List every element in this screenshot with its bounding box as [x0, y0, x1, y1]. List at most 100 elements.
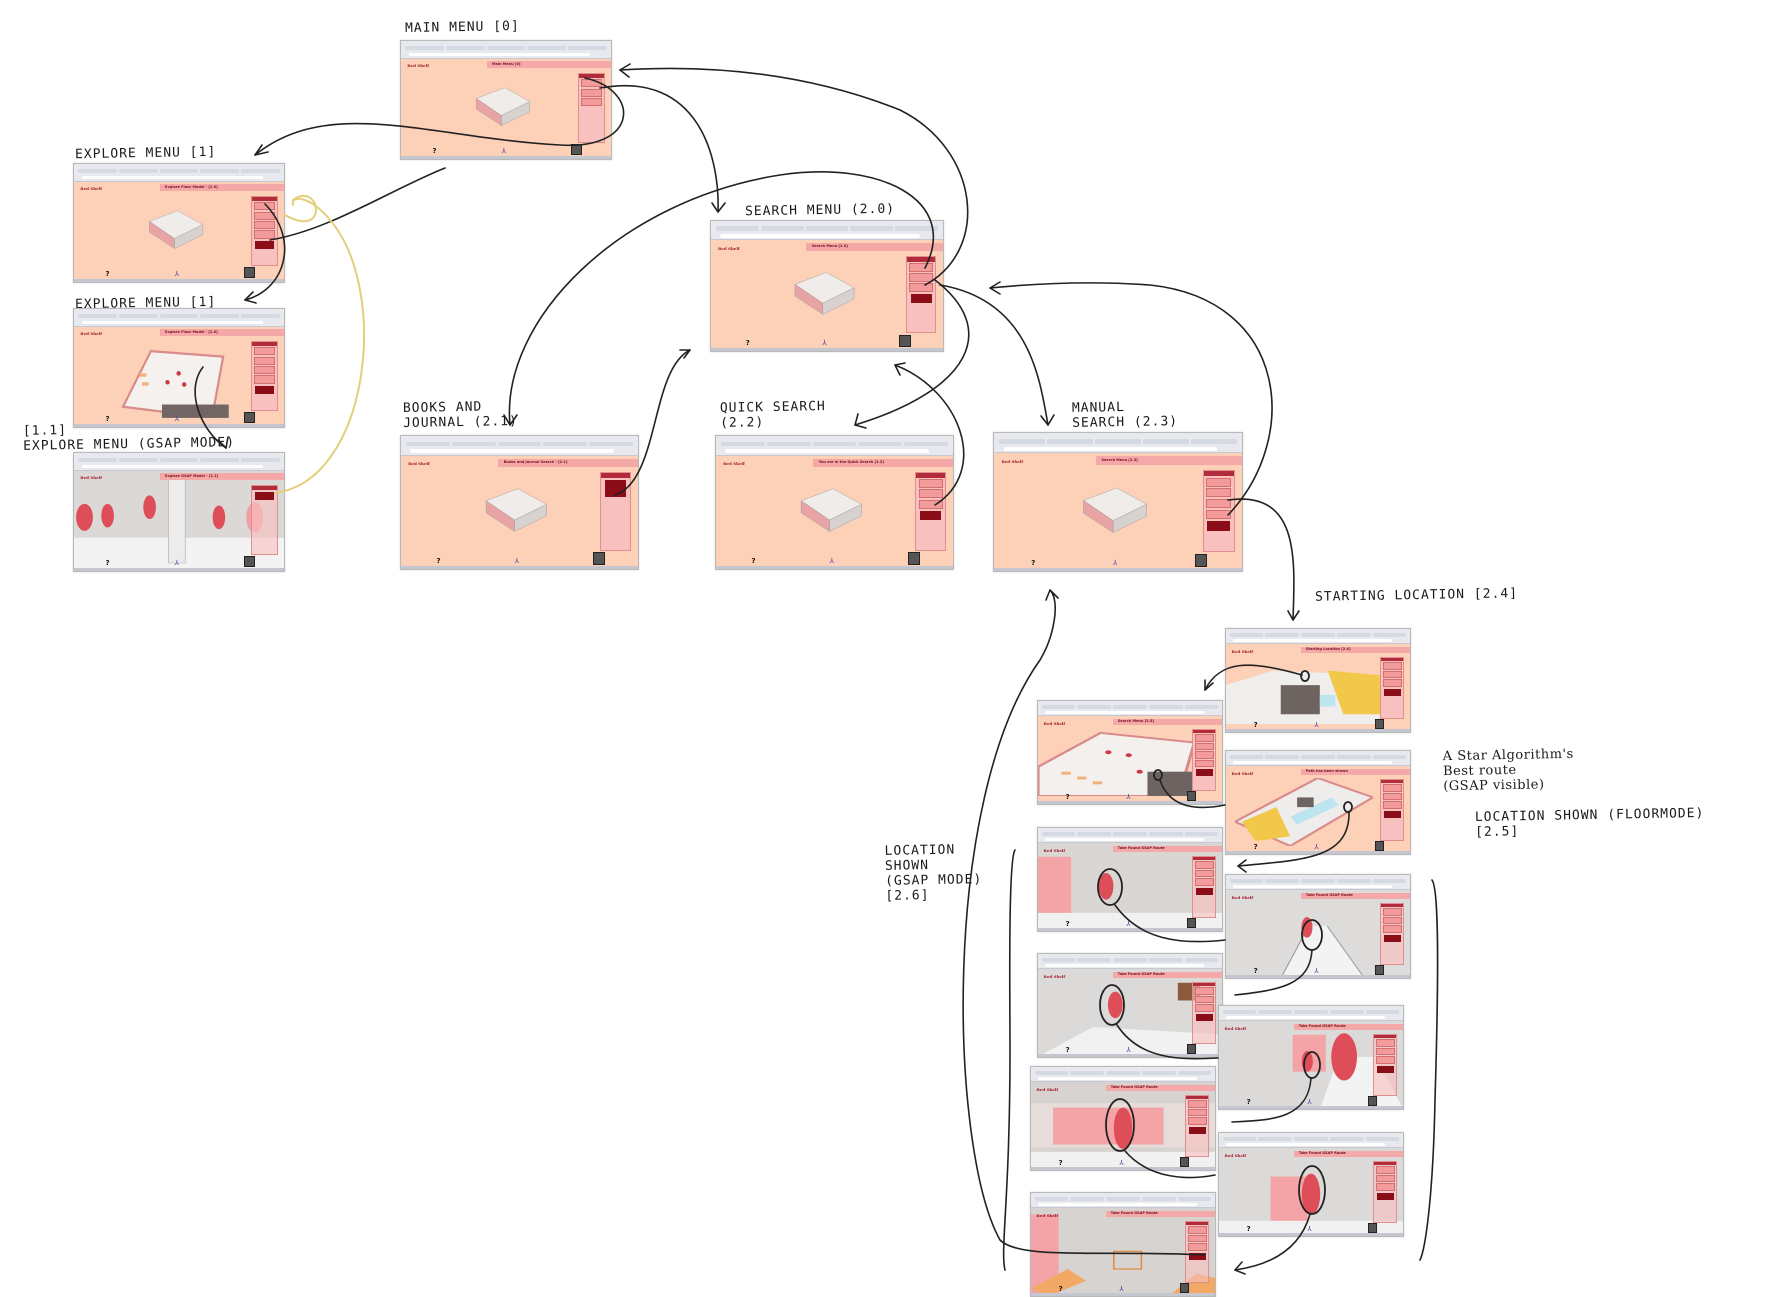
walk-icon[interactable]: ⅄ [1314, 720, 1319, 729]
option-explore[interactable] [580, 79, 602, 88]
document-icon[interactable] [1367, 1222, 1378, 1233]
option-ground-floor[interactable] [1383, 908, 1402, 916]
walk-icon[interactable]: ⅄ [514, 557, 520, 566]
help-icon[interactable]: ? [436, 557, 441, 566]
option-first-floor[interactable] [1376, 1047, 1395, 1056]
document-icon[interactable] [1374, 718, 1385, 729]
help-icon[interactable]: ? [745, 339, 750, 348]
back-button[interactable] [1189, 1252, 1206, 1260]
option-ground-floor[interactable] [1195, 734, 1214, 742]
back-button[interactable] [910, 294, 932, 304]
option-books-journals[interactable] [909, 263, 933, 272]
help-icon[interactable]: ? [1065, 919, 1070, 928]
option-ground-floor[interactable] [253, 202, 275, 211]
walk-icon[interactable]: ⅄ [1126, 1045, 1131, 1054]
option-second-floor[interactable] [1206, 498, 1232, 509]
option-quit[interactable] [253, 375, 275, 384]
help-icon[interactable]: ? [432, 147, 437, 156]
screen-explore-menu[interactable]: Red Shelf Explore Floor Model - [1.0] ?⅄ [73, 163, 285, 283]
document-icon[interactable] [244, 556, 255, 568]
option-first-floor[interactable] [1195, 742, 1214, 751]
back-button[interactable] [1196, 887, 1213, 895]
option-ground-floor[interactable] [1188, 1100, 1207, 1108]
back-button[interactable] [919, 510, 942, 521]
walk-icon[interactable]: ⅄ [1126, 792, 1131, 801]
help-icon[interactable]: ? [105, 415, 110, 424]
help-icon[interactable]: ? [1031, 558, 1036, 567]
screen-explore-floor[interactable]: Red Shelf Explore Floor Model - [1.0] ?⅄ [73, 308, 285, 428]
back-button[interactable] [1189, 1126, 1206, 1134]
option-second-floor[interactable] [1376, 1056, 1395, 1064]
help-icon[interactable]: ? [1246, 1097, 1251, 1106]
help-icon[interactable]: ? [1058, 1158, 1063, 1167]
document-icon[interactable] [1186, 917, 1197, 928]
help-icon[interactable]: ? [751, 557, 756, 566]
option-second-floor[interactable] [1383, 801, 1402, 809]
option-first-floor[interactable] [1206, 488, 1232, 498]
screen-gsap-2[interactable]: Red Shelf Take Found GSAP Route ?⅄ [1225, 874, 1411, 979]
back-button[interactable] [1207, 521, 1230, 531]
screen-manual-search[interactable]: Red Shelf Search Menu [2.3] ?⅄ [993, 432, 1243, 572]
option-quick-search[interactable] [909, 273, 933, 282]
help-icon[interactable]: ? [105, 559, 110, 568]
option-second-floor[interactable] [1188, 1243, 1207, 1251]
screen-gsap-6[interactable]: Red Shelf Take Found GSAP Route ?⅄ [1218, 1132, 1404, 1237]
option-first-floor[interactable] [1188, 1108, 1207, 1117]
option-second-floor[interactable] [1195, 751, 1214, 759]
screen-gsap-1[interactable]: Red Shelf Take Found GSAP Route ?⅄ [1037, 827, 1223, 932]
back-button[interactable] [1196, 769, 1213, 777]
document-icon[interactable] [1186, 790, 1197, 801]
screen-floor-route[interactable]: Red Shelf Search Menu [2.5] ?⅄ [1037, 700, 1223, 805]
option-quit[interactable] [1195, 759, 1214, 768]
help-icon[interactable]: ? [1253, 966, 1258, 975]
document-icon[interactable] [244, 412, 255, 424]
help-icon[interactable]: ? [1065, 792, 1070, 801]
back-button[interactable] [1377, 1065, 1394, 1073]
screen-floor-located[interactable]: Red Shelf Path has been shown ?⅄ [1225, 750, 1411, 855]
document-icon[interactable] [1374, 840, 1385, 851]
help-icon[interactable]: ? [1058, 1284, 1063, 1293]
walk-icon[interactable]: ⅄ [1119, 1284, 1124, 1293]
document-icon[interactable] [1179, 1282, 1190, 1293]
help-icon[interactable]: ? [105, 270, 110, 279]
option-second-floor[interactable] [1383, 925, 1402, 933]
back-button[interactable] [254, 491, 274, 501]
help-icon[interactable]: ? [1253, 842, 1258, 851]
option-second-floor[interactable] [1188, 1117, 1207, 1125]
option-second-floor[interactable] [253, 366, 275, 375]
walk-icon[interactable]: ⅄ [1119, 1158, 1124, 1167]
option-second-floor[interactable] [1383, 679, 1402, 687]
option-first-floor[interactable] [253, 356, 275, 365]
screen-gsap-7[interactable]: Red Shelf Take Found GSAP Route ?⅄ [1030, 1192, 1216, 1297]
walk-icon[interactable]: ⅄ [1314, 842, 1319, 851]
option-first-floor[interactable] [1383, 916, 1402, 925]
walk-icon[interactable]: ⅄ [1307, 1224, 1312, 1233]
option-second-floor[interactable] [1195, 1004, 1214, 1012]
option-office[interactable] [918, 478, 943, 488]
option-ground-floor[interactable] [1383, 662, 1402, 670]
back-button[interactable] [254, 240, 274, 249]
option-ground-floor[interactable] [1195, 987, 1214, 995]
help-icon[interactable]: ? [1065, 1045, 1070, 1054]
document-icon[interactable] [571, 144, 582, 156]
option-ground-floor[interactable] [1383, 784, 1402, 792]
screen-gsap-3[interactable]: Red Shelf Take Found GSAP Route ?⅄ [1037, 953, 1223, 1058]
option-second-floor[interactable] [1195, 878, 1214, 886]
option-quit[interactable] [1206, 509, 1232, 519]
back-button[interactable] [1196, 1013, 1213, 1021]
walk-icon[interactable]: ⅄ [829, 557, 835, 566]
walk-icon[interactable]: ⅄ [501, 147, 507, 156]
option-second-floor[interactable] [1376, 1183, 1395, 1191]
option-desk[interactable] [918, 489, 943, 499]
walk-icon[interactable]: ⅄ [1314, 966, 1319, 975]
screen-starting-location[interactable]: Red Shelf Starting Location [2.4] ?⅄ [1225, 628, 1411, 733]
document-icon[interactable] [1186, 1043, 1197, 1054]
option-first-floor[interactable] [1383, 792, 1402, 801]
option-first-floor[interactable] [1195, 869, 1214, 878]
option-ground-floor[interactable] [1376, 1039, 1395, 1047]
option-search[interactable] [580, 88, 602, 97]
option-first-floor[interactable] [253, 211, 275, 220]
document-icon[interactable] [1179, 1156, 1190, 1167]
option-ground-floor[interactable] [253, 347, 275, 356]
option-ground-floor[interactable] [1206, 477, 1232, 487]
